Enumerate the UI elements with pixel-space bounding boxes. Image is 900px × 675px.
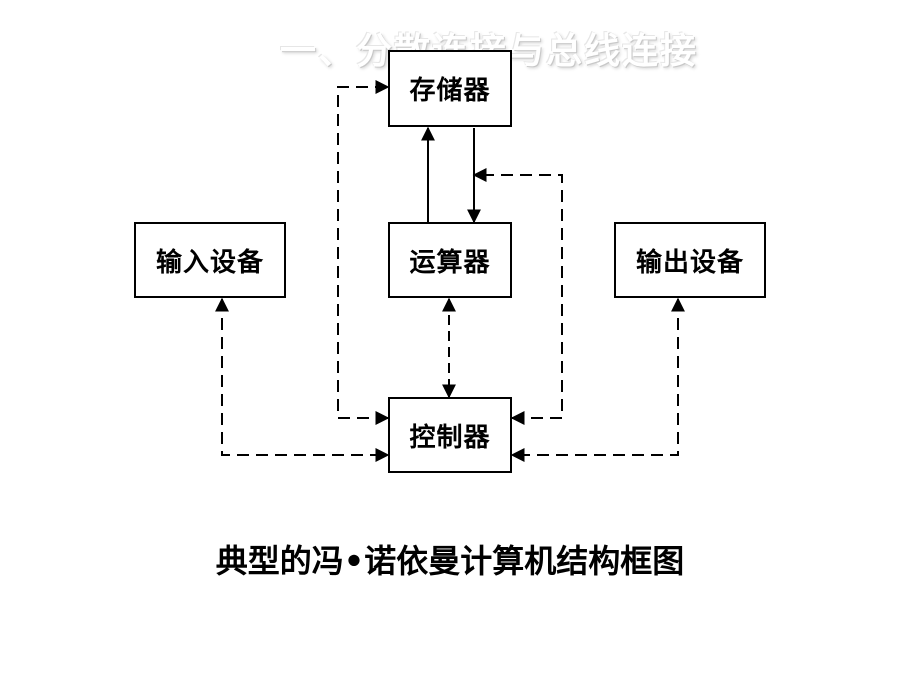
alu-label: 运算器 xyxy=(409,247,491,278)
memory-label: 存储器 xyxy=(409,76,491,106)
output-device-label: 输出设备 xyxy=(635,247,744,278)
output-device-box: 输出设备 xyxy=(614,222,766,298)
diagram-caption: 典型的冯•诺依曼计算机结构框图 xyxy=(215,542,685,580)
input-device-box: 输入设备 xyxy=(134,222,286,298)
memory-box: 存储器 xyxy=(388,50,512,127)
controller-label: 控制器 xyxy=(409,422,491,453)
input-device-label: 输入设备 xyxy=(155,247,264,278)
alu-box: 运算器 xyxy=(388,222,512,298)
controller-memory-left-path xyxy=(337,80,390,425)
controller-input-path xyxy=(215,297,390,462)
controller-box: 控制器 xyxy=(388,397,512,473)
controller-output-path xyxy=(510,297,685,462)
